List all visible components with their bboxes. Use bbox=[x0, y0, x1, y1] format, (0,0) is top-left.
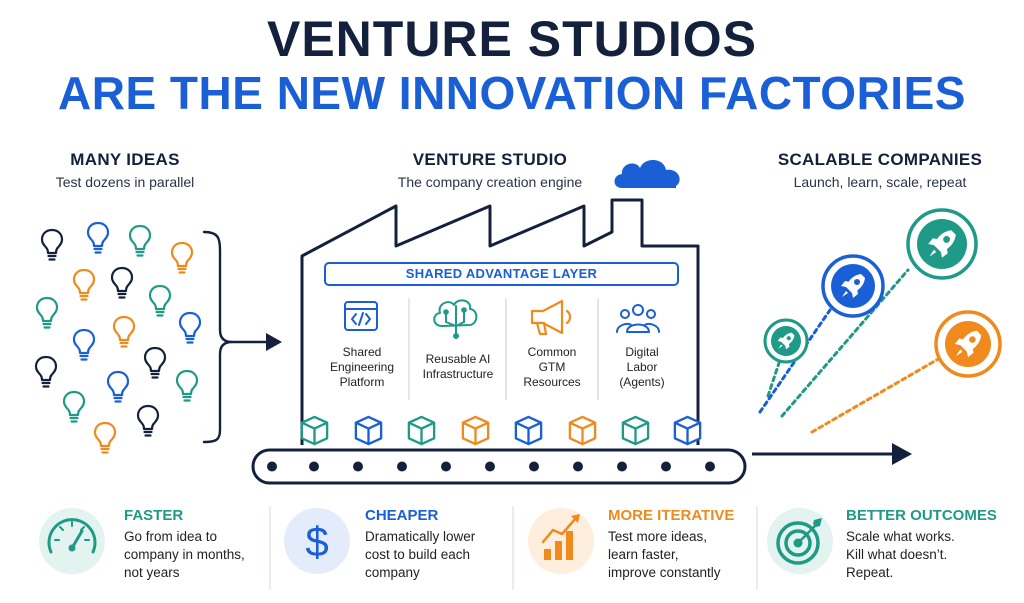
arrow-into-factory bbox=[266, 333, 282, 351]
bulb-icon bbox=[62, 390, 86, 423]
cube-icon bbox=[461, 415, 490, 446]
bulb-icon bbox=[148, 284, 172, 317]
benefit-outcomes-title: BETTER OUTCOMES bbox=[846, 507, 997, 524]
code-icon bbox=[344, 301, 378, 331]
cube-icon bbox=[514, 415, 543, 446]
companies-heading: SCALABLE COMPANIES bbox=[777, 150, 983, 169]
benefit-cheaper-text: Dramatically lower cost to build each co… bbox=[365, 529, 476, 580]
rocket-large-orange bbox=[934, 310, 1002, 378]
capability-ai-label: Reusable AI Infrastructure bbox=[422, 352, 494, 381]
people-icon bbox=[616, 304, 660, 333]
ideas-bracket bbox=[202, 230, 270, 444]
bulb-icon bbox=[136, 404, 160, 437]
benefit-iterative-text: Test more ideas, learn faster, improve c… bbox=[608, 529, 721, 580]
ideas-subheading: Test dozens in parallel bbox=[55, 174, 195, 190]
title-line-1: VENTURE STUDIOS bbox=[266, 11, 758, 67]
rocket-small-teal bbox=[763, 318, 809, 364]
ai-brain-icon bbox=[433, 299, 478, 339]
cube-icon bbox=[621, 415, 650, 446]
shared-advantage-layer: SHARED ADVANTAGE LAYER bbox=[324, 262, 679, 286]
bulb-icon bbox=[178, 311, 202, 344]
bulb-icon bbox=[35, 296, 59, 329]
rocket-medium-blue bbox=[821, 254, 885, 318]
bulb-icon bbox=[86, 221, 110, 254]
cube-icon bbox=[673, 415, 702, 446]
ideas-heading: MANY IDEAS bbox=[70, 150, 180, 169]
cube-icon bbox=[300, 415, 329, 446]
speedometer-icon bbox=[39, 508, 105, 574]
bulb-icon bbox=[128, 224, 152, 257]
bulb-icon bbox=[170, 241, 194, 274]
benefit-iterative-title: MORE ITERATIVE bbox=[608, 507, 735, 524]
companies-subheading: Launch, learn, scale, repeat bbox=[793, 174, 967, 190]
capability-gtm-label: Common GTM Resources bbox=[523, 345, 581, 389]
bulb-icon bbox=[40, 228, 64, 261]
capability-dividers bbox=[408, 298, 599, 400]
product-cubes bbox=[300, 415, 702, 446]
bulb-icon bbox=[72, 268, 96, 301]
bulb-icon bbox=[175, 369, 199, 402]
studio-subheading: The company creation engine bbox=[397, 174, 583, 190]
conveyor-belt bbox=[251, 448, 747, 485]
rocket-large-teal bbox=[906, 208, 978, 280]
bulb-icon bbox=[34, 355, 58, 388]
smoke-cloud-icon bbox=[614, 159, 680, 188]
target-icon bbox=[767, 508, 833, 574]
cube-icon bbox=[568, 415, 597, 446]
benefit-faster-text: Go from idea to company in months, not y… bbox=[124, 529, 245, 580]
svg-text:$: $ bbox=[305, 518, 328, 565]
output-arrow-head bbox=[892, 443, 912, 465]
cube-icon bbox=[407, 415, 436, 446]
benefit-faster-title: FASTER bbox=[124, 507, 184, 524]
benefit-cheaper-title: CHEAPER bbox=[365, 507, 439, 524]
benefit-dividers bbox=[269, 506, 758, 590]
dollar-icon: $ bbox=[284, 508, 350, 574]
bulb-icon bbox=[143, 346, 167, 379]
bulb-icon bbox=[72, 328, 96, 361]
rocket-trails bbox=[758, 268, 942, 434]
studio-heading: VENTURE STUDIO bbox=[412, 150, 568, 169]
bulb-icon bbox=[112, 315, 136, 348]
title-line-2: ARE THE NEW INNOVATION FACTORIES bbox=[58, 67, 966, 119]
bulb-icon bbox=[106, 370, 130, 403]
megaphone-icon bbox=[530, 299, 572, 336]
idea-bulbs bbox=[34, 221, 202, 454]
benefit-outcomes-text: Scale what works. Kill what doesn’t. Rep… bbox=[846, 529, 955, 580]
bulb-icon bbox=[110, 266, 134, 299]
cube-icon bbox=[354, 415, 383, 446]
capability-engineering-label: Shared Engineering Platform bbox=[329, 345, 395, 389]
growth-chart-icon bbox=[528, 508, 594, 574]
bulb-icon bbox=[93, 421, 117, 454]
capability-agents-label: Digital Labor (Agents) bbox=[619, 345, 665, 389]
factory-building bbox=[300, 198, 700, 445]
